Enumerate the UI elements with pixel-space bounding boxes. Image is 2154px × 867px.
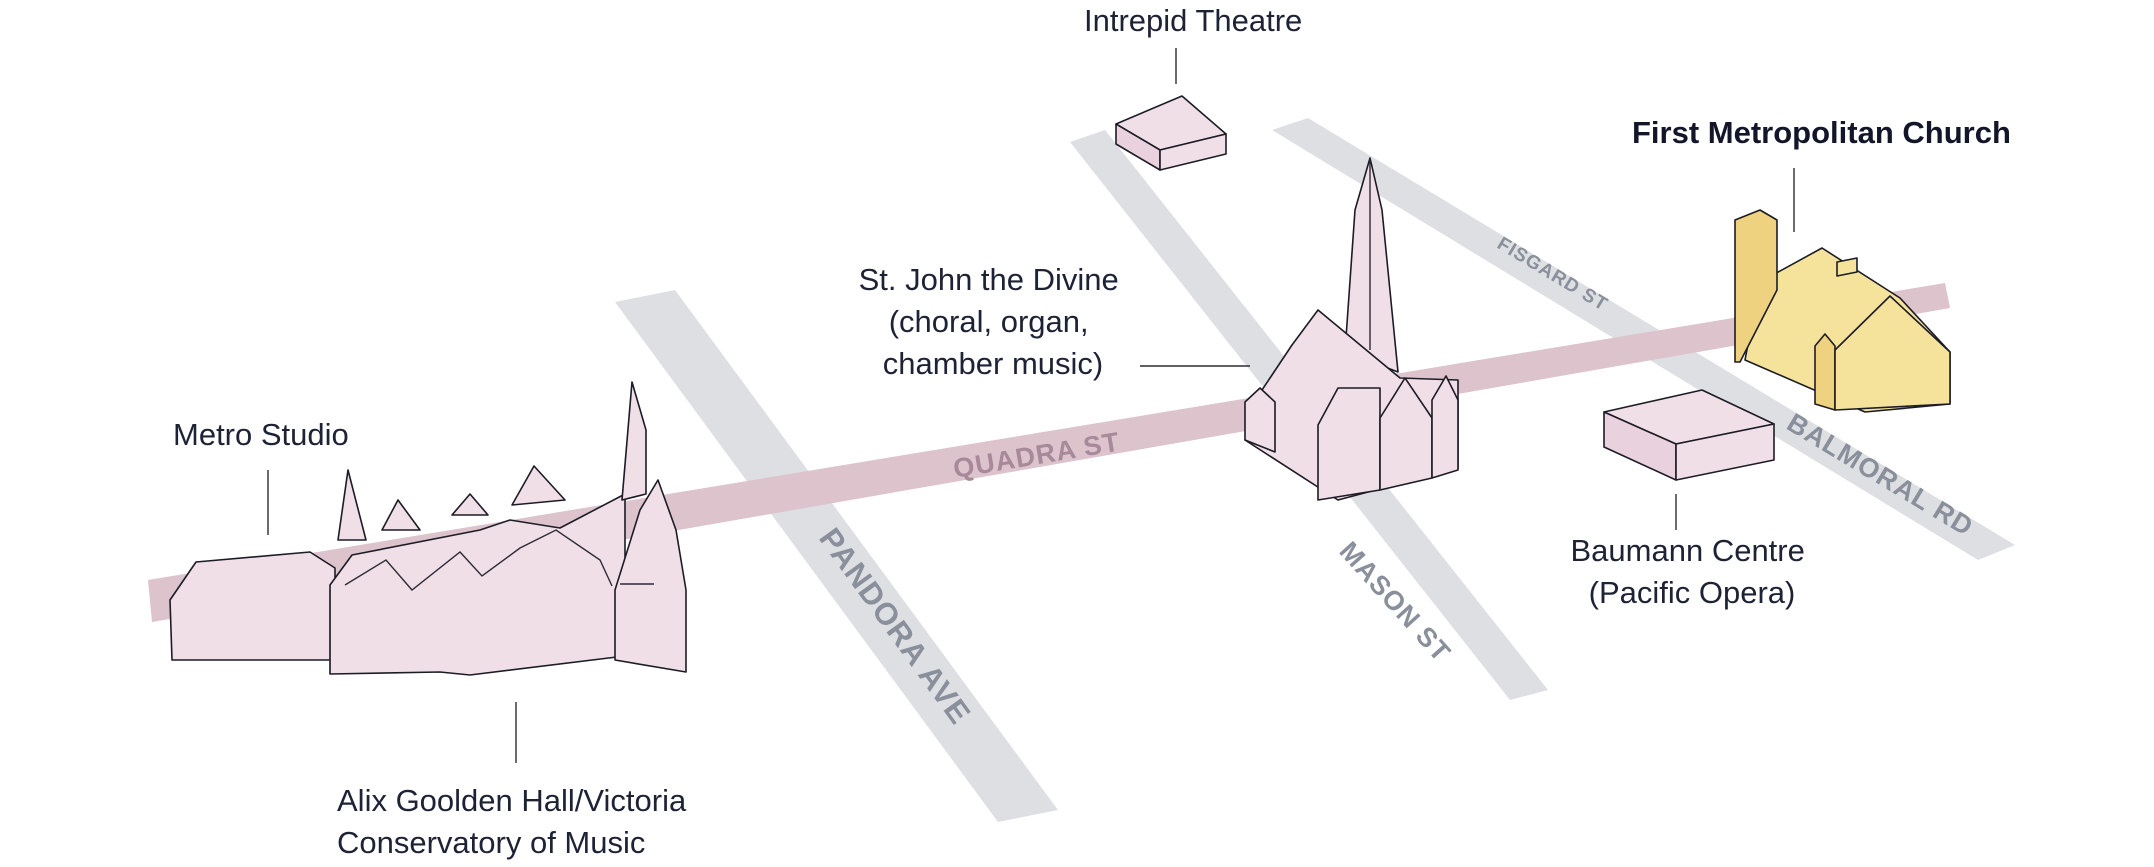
intrepid-theatre-building (1115, 95, 1227, 171)
intrepid-theatre-label: Intrepid Theatre (1084, 3, 1302, 38)
metro-studio-label: Metro Studio (173, 417, 349, 452)
alix-goolden-hall-building (169, 381, 687, 676)
venue-labels: Intrepid Theatre First Metropolitan Chur… (173, 3, 2011, 860)
baumann-centre-building (1603, 389, 1775, 481)
leader-lines (267, 48, 1795, 763)
baumann-centre-label: Baumann Centre (Pacific Opera) (1571, 533, 1814, 610)
balmoral-rd-label: BALMORAL RD (1782, 407, 1979, 542)
pandora-ave-label: PANDORA AVE (812, 522, 977, 731)
st-john-label: St. John the Divine (choral, organ, cham… (859, 262, 1128, 381)
first-metropolitan-church-building (1734, 209, 1951, 413)
st-john-the-divine-building (1244, 157, 1459, 501)
alix-goolden-hall-label: Alix Goolden Hall/Victoria Conservatory … (337, 783, 695, 860)
pandora-ave-street (615, 290, 1058, 822)
first-metropolitan-church-label: First Metropolitan Church (1632, 115, 2011, 150)
